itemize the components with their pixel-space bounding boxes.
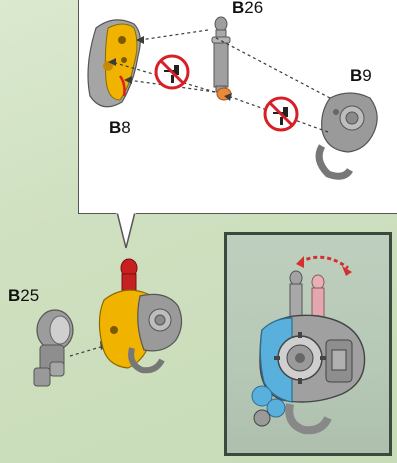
rotate-arrow-icon [296,256,352,276]
inset-assembly [252,271,365,430]
